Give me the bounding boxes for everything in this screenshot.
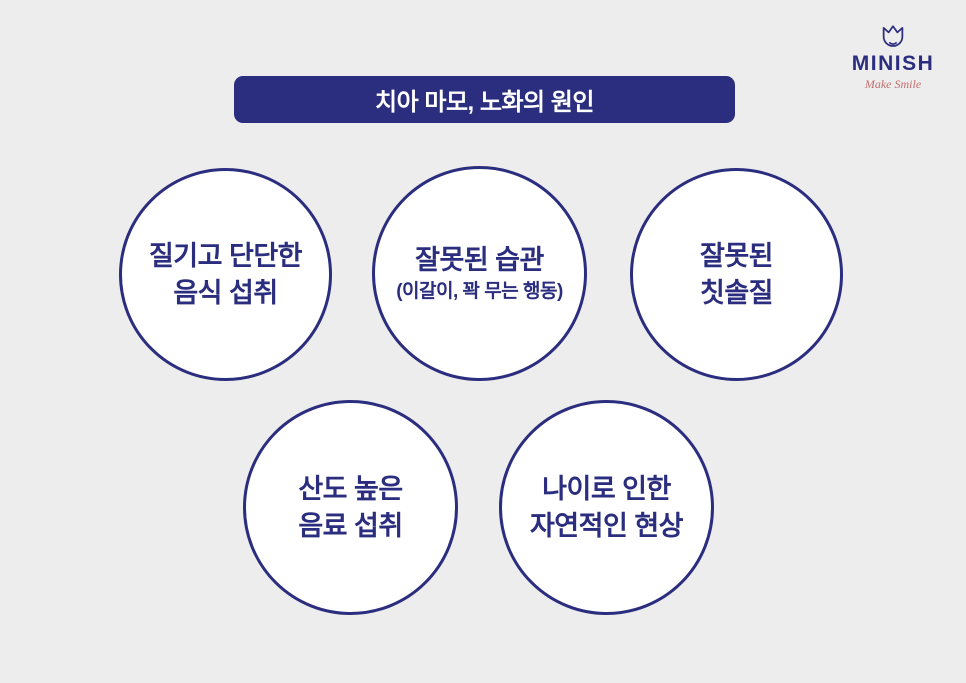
cause-circle-bad-habits: 잘못된 습관 (이갈이, 꽉 무는 행동) — [372, 166, 587, 381]
circle-text-line: 칫솔질 — [699, 277, 774, 308]
tulip-icon — [882, 25, 904, 47]
circle-text-subline: (이갈이, 꽉 무는 행동) — [396, 280, 563, 302]
brand-logo: MINISH Make Smile — [838, 22, 948, 92]
circle-text-line: 음식 섭취 — [173, 277, 278, 308]
circle-text-line: 산도 높은 — [298, 474, 403, 505]
cause-circle-natural-aging: 나이로 인한 자연적인 현상 — [499, 400, 714, 615]
circle-text-line: 자연적인 현상 — [529, 510, 684, 541]
cause-circle-acidic-drinks: 산도 높은 음료 섭취 — [243, 400, 458, 615]
brand-name: MINISH — [851, 52, 935, 75]
circle-text-line: 음료 섭취 — [298, 510, 403, 541]
cause-circle-tough-food: 질기고 단단한 음식 섭취 — [119, 168, 332, 381]
page-title: 치아 마모, 노화의 원인 — [375, 89, 594, 116]
circle-text-line: 잘못된 습관 — [415, 244, 544, 275]
title-bar: 치아 마모, 노화의 원인 — [234, 76, 735, 123]
circle-text-line: 나이로 인한 — [542, 474, 671, 505]
circle-text-line: 잘못된 — [699, 241, 774, 272]
cause-circle-wrong-brushing: 잘못된 칫솔질 — [630, 168, 843, 381]
circle-text-line: 질기고 단단한 — [148, 241, 303, 272]
brand-tagline: Make Smile — [864, 77, 922, 91]
